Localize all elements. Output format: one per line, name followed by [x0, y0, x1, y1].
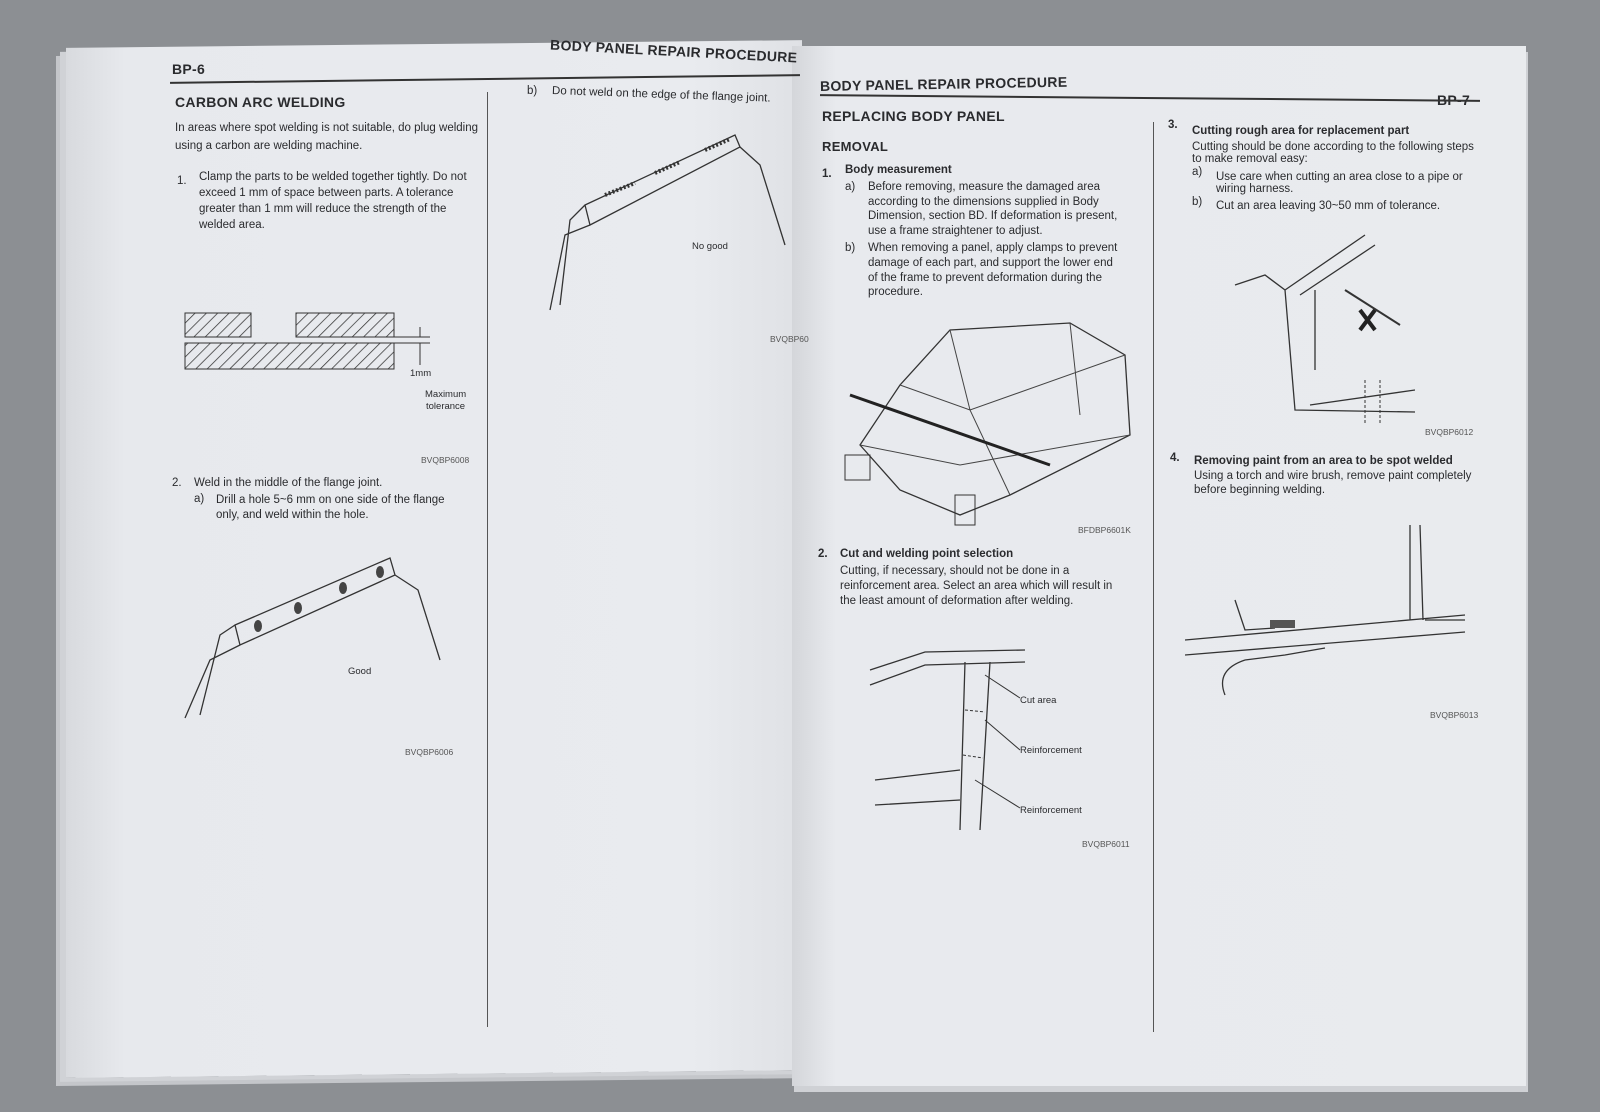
step-line: damage of each part, and support the low… — [868, 257, 1113, 269]
clamp-gap-diagram — [184, 312, 430, 370]
substep-marker: b) — [527, 85, 538, 97]
step-line: When removing a panel, apply clamps to p… — [868, 242, 1118, 254]
gap-label: 1mm — [410, 368, 432, 379]
step-line: wiring harness. — [1216, 183, 1294, 195]
step-line: to make removal easy: — [1192, 153, 1308, 165]
figure-code: BFDBP6601K — [1078, 525, 1131, 535]
step-title: Removing paint from an area to be spot w… — [1194, 455, 1453, 467]
step-line: use a frame straightener to adjust. — [868, 225, 1043, 237]
no-good-label: No good — [692, 241, 728, 252]
figure-code: BVQBP6008 — [421, 455, 470, 465]
step-line: Clamp the parts to be welded together ti… — [199, 171, 467, 183]
cut-area-label: Cut area — [1020, 695, 1057, 706]
step-line: according to the dimensions supplied in … — [868, 196, 1099, 208]
page-number-left: BP-6 — [172, 61, 206, 77]
step-line: reinforcement area. Select an area which… — [840, 580, 1113, 592]
substep-marker: a) — [194, 493, 205, 505]
step-number: 2. — [818, 548, 828, 560]
paint-removal-diagram — [1185, 524, 1466, 696]
column-divider — [1153, 122, 1154, 1032]
step-line: Using a torch and wire brush, remove pai… — [1194, 470, 1472, 482]
cutting-area-diagram — [1234, 234, 1415, 425]
step-number: 1. — [822, 168, 832, 180]
step-line: Use care when cutting an area close to a… — [1216, 171, 1463, 183]
substep-marker: a) — [845, 181, 856, 193]
step-title: Body measurement — [845, 164, 952, 176]
step-line: Before removing, measure the damaged are… — [868, 181, 1101, 193]
step-line: Dimension, section BD. If deformation is… — [868, 210, 1118, 222]
step-line: Cut an area leaving 30~50 mm of toleranc… — [1216, 200, 1441, 212]
flange-no-good-diagram — [549, 134, 786, 311]
column-divider — [487, 92, 488, 1027]
step-line: Cutting should be done according to the … — [1192, 141, 1474, 153]
figure-code: BVQBP6011 — [1082, 839, 1130, 849]
step-number: 1. — [177, 175, 187, 187]
substep-marker: b) — [1192, 196, 1203, 208]
section-title: REPLACING BODY PANEL — [822, 108, 1005, 124]
figure-code: BVQBP60 — [770, 334, 809, 344]
reinforcement-label: Reinforcement — [1020, 805, 1082, 816]
figure-code: BVQBP6013 — [1430, 710, 1479, 720]
step-line: greater than 1 mm will reduce the streng… — [199, 203, 447, 215]
subsection-title: REMOVAL — [822, 139, 889, 154]
figure-code: BVQBP6012 — [1425, 427, 1474, 437]
car-body-frame-diagram — [844, 322, 1131, 526]
step-title: Cutting rough area for replacement part — [1192, 125, 1410, 137]
step-line: exceed 1 mm of space between parts. A to… — [199, 187, 454, 199]
step-line: the least amount of deformation after we… — [840, 595, 1074, 607]
reinforcement-label: Reinforcement — [1020, 745, 1082, 756]
step-line: Cutting, if necessary, should not be don… — [840, 565, 1070, 577]
substep-marker: a) — [1192, 166, 1203, 178]
step-line: procedure. — [868, 286, 923, 298]
step-line: before beginning welding. — [1194, 484, 1326, 496]
max-tolerance-label: Maximum — [425, 389, 467, 400]
step-number: 2. — [172, 477, 182, 489]
step-line: Drill a hole 5~6 mm on one side of the f… — [216, 494, 445, 506]
section-title: CARBON ARC WELDING — [175, 94, 346, 110]
step-line: only, and weld within the hole. — [216, 509, 369, 521]
good-label: Good — [348, 666, 372, 677]
substep-marker: b) — [845, 242, 856, 254]
right-page — [792, 46, 1526, 1086]
step-number: 4. — [1170, 452, 1180, 464]
step-line: welded area. — [199, 219, 265, 231]
flange-good-diagram — [184, 557, 441, 719]
step-line: of the frame to prevent deformation duri… — [868, 272, 1102, 284]
step-line: Weld in the middle of the flange joint. — [194, 477, 383, 489]
step-title: Cut and welding point selection — [840, 548, 1014, 560]
intro-line: using a carbon are welding machine. — [175, 140, 363, 152]
intro-line: In areas where spot welding is not suita… — [175, 122, 479, 134]
step-number: 3. — [1168, 119, 1178, 131]
max-tolerance-label: tolerance — [426, 401, 466, 412]
figure-code: BVQBP6006 — [405, 747, 454, 757]
pillar-cut-diagram — [869, 649, 1025, 831]
